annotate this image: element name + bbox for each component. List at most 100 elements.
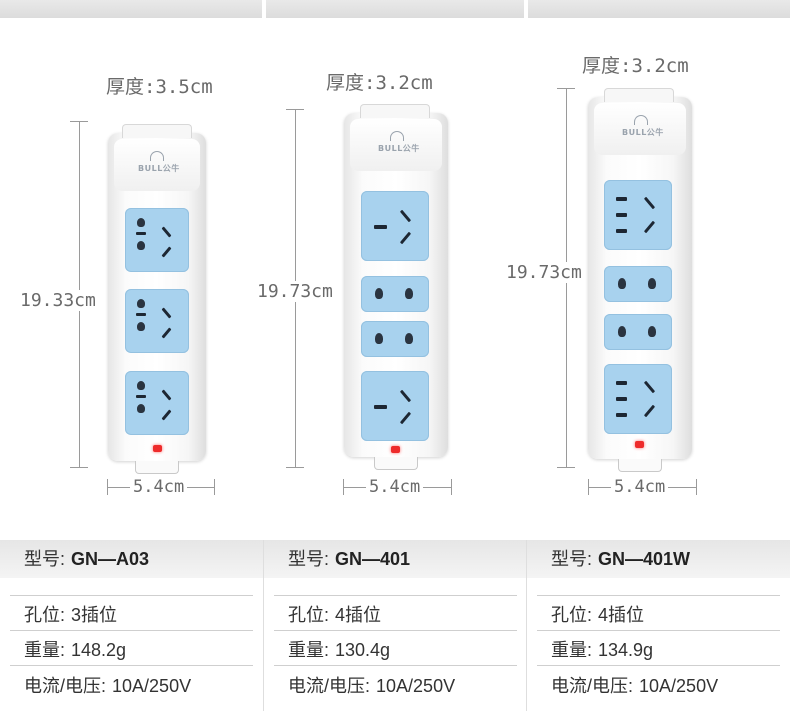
row-divider bbox=[10, 665, 253, 666]
spec-row-holes: 孔位:3插位 bbox=[0, 596, 263, 634]
thickness-label: 厚度:3.2cm bbox=[582, 55, 689, 77]
socket-pin-icon bbox=[616, 197, 627, 201]
socket-2hole bbox=[361, 276, 429, 312]
spec-row-rating: 电流/电压:10A/250V bbox=[264, 667, 527, 705]
spec-row-model: 型号:GN—401 bbox=[264, 540, 527, 578]
height-cap-bottom bbox=[286, 467, 304, 468]
row-divider bbox=[274, 595, 517, 596]
spec-row-rating: 电流/电压:10A/250V bbox=[527, 667, 790, 705]
socket-pin-icon bbox=[375, 288, 383, 299]
socket-3hole bbox=[361, 371, 429, 441]
socket-pin-icon bbox=[405, 288, 413, 299]
power-strip: BULL公牛 bbox=[108, 124, 206, 474]
strip-head: BULL公牛 bbox=[350, 119, 442, 171]
indicator-light bbox=[153, 445, 162, 452]
socket-pin-icon bbox=[137, 241, 145, 250]
height-label: 19.73cm bbox=[504, 262, 584, 283]
spec-table-gn-401: 型号:GN—401 孔位:4插位 重量:130.4g 电流/电压:10A/250… bbox=[264, 540, 527, 711]
socket-pin-icon bbox=[375, 333, 383, 344]
strip-foot bbox=[135, 461, 179, 474]
socket-2hole bbox=[361, 321, 429, 357]
width-label: 5.4cm bbox=[130, 477, 188, 497]
socket-5hole bbox=[125, 289, 189, 353]
row-divider bbox=[10, 595, 253, 596]
socket-pin-icon bbox=[399, 389, 412, 403]
brand-logo-text: BULL公牛 bbox=[378, 144, 420, 153]
spec-label: 重量: bbox=[551, 640, 593, 660]
spec-table-gn-401w: 型号:GN—401W 孔位:4插位 重量:134.9g 电流/电压:10A/25… bbox=[527, 540, 790, 711]
spec-row-rating: 电流/电压:10A/250V bbox=[0, 667, 263, 705]
height-label: 19.73cm bbox=[255, 281, 335, 302]
spec-row-model: 型号:GN—401W bbox=[527, 540, 790, 578]
strip-head: BULL公牛 bbox=[594, 103, 686, 155]
top-divider-bar bbox=[266, 0, 524, 18]
top-divider-bar bbox=[0, 0, 262, 18]
spec-value: 10A/250V bbox=[376, 676, 456, 696]
top-divider-bar bbox=[528, 0, 790, 18]
socket-pin-icon bbox=[137, 322, 145, 331]
strip-foot bbox=[374, 457, 418, 470]
socket-pin-icon bbox=[161, 307, 172, 319]
width-label: 5.4cm bbox=[611, 477, 669, 497]
socket-pin-icon bbox=[136, 313, 146, 316]
column-divider bbox=[526, 540, 527, 711]
spec-value: 4插位 bbox=[598, 605, 645, 625]
bull-logo-icon bbox=[634, 115, 648, 125]
socket-pin-icon bbox=[136, 395, 146, 398]
socket-pin-icon bbox=[618, 326, 626, 337]
socket-pin-icon bbox=[161, 226, 172, 238]
thickness-label: 厚度:3.5cm bbox=[106, 76, 213, 98]
spec-label: 电流/电压: bbox=[24, 676, 107, 696]
product-gn-a03: 厚度:3.5cm 19.33cm BULL公牛 bbox=[0, 0, 263, 540]
spec-label: 型号: bbox=[551, 549, 593, 569]
indicator-light bbox=[391, 446, 400, 453]
cord-tab bbox=[360, 104, 430, 118]
socket-pin-icon bbox=[618, 278, 626, 289]
spec-label: 型号: bbox=[288, 549, 330, 569]
spec-row-holes: 孔位:4插位 bbox=[264, 596, 527, 634]
spec-value: GN—401 bbox=[335, 549, 411, 569]
socket-2hole bbox=[604, 266, 672, 302]
spec-value: 134.9g bbox=[598, 640, 654, 660]
strip-head: BULL公牛 bbox=[114, 139, 200, 191]
spec-value: 4插位 bbox=[335, 605, 382, 625]
spec-label: 电流/电压: bbox=[288, 676, 371, 696]
socket-5hole bbox=[604, 364, 672, 434]
socket-pin-icon bbox=[399, 411, 412, 425]
cord-tab bbox=[604, 88, 674, 102]
socket-pin-icon bbox=[616, 381, 627, 385]
spec-value: 130.4g bbox=[335, 640, 391, 660]
width-cap-right bbox=[451, 479, 452, 495]
socket-pin-icon bbox=[399, 209, 412, 223]
height-cap-bottom bbox=[557, 467, 575, 468]
spec-label: 孔位: bbox=[551, 605, 593, 625]
cord-tab bbox=[122, 124, 192, 138]
socket-pin-icon bbox=[161, 327, 172, 339]
socket-pin-icon bbox=[137, 299, 145, 308]
strip-foot bbox=[618, 459, 662, 472]
spec-value: 3插位 bbox=[71, 605, 118, 625]
spec-row-weight: 重量:130.4g bbox=[264, 631, 527, 669]
width-label: 5.4cm bbox=[366, 477, 424, 497]
spec-value: 10A/250V bbox=[639, 676, 719, 696]
bull-logo-icon bbox=[150, 151, 164, 161]
height-cap-bottom bbox=[70, 467, 88, 468]
bull-logo-icon bbox=[390, 131, 404, 141]
power-strip: BULL公牛 bbox=[344, 104, 448, 470]
socket-pin-icon bbox=[405, 333, 413, 344]
spec-row-holes: 孔位:4插位 bbox=[527, 596, 790, 634]
socket-pin-icon bbox=[648, 326, 656, 337]
thickness-label: 厚度:3.2cm bbox=[326, 72, 433, 94]
socket-pin-icon bbox=[137, 381, 145, 390]
socket-pin-icon bbox=[616, 213, 627, 217]
product-gn-401: 厚度:3.2cm 19.73cm BULL公牛 bbox=[255, 0, 526, 540]
spec-value: 10A/250V bbox=[112, 676, 192, 696]
socket-pin-icon bbox=[643, 404, 656, 418]
socket-5hole bbox=[604, 180, 672, 250]
spec-table-gn-a03: 型号:GN—A03 孔位:3插位 重量:148.2g 电流/电压:10A/250… bbox=[0, 540, 263, 711]
socket-pin-icon bbox=[136, 232, 146, 235]
spec-label: 重量: bbox=[24, 640, 66, 660]
spec-label: 孔位: bbox=[288, 605, 330, 625]
spec-label: 电流/电压: bbox=[551, 676, 634, 696]
brand-logo-text: BULL公牛 bbox=[138, 164, 180, 173]
